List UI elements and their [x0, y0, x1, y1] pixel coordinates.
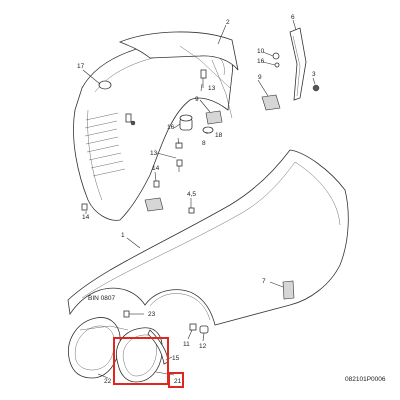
screw-4-5 — [188, 207, 195, 214]
mounting-bracket-9-lower — [205, 110, 223, 125]
leader-lines — [82, 19, 316, 379]
callout-2: 2 — [226, 19, 230, 26]
callout-6: 6 — [291, 14, 295, 21]
mud-flap — [289, 27, 307, 101]
callout-23: 23 — [148, 311, 156, 318]
headlight-trim-22 — [68, 317, 129, 379]
fender-bracket-7 — [282, 280, 295, 300]
highlight-box-part — [113, 337, 169, 385]
clip-11 — [189, 323, 197, 331]
callout-21: 21 — [174, 378, 182, 385]
callout-7: 7 — [262, 278, 266, 285]
mounting-bracket-9-upper — [261, 94, 281, 111]
callout-12: 12 — [199, 343, 207, 350]
clip-12 — [199, 325, 209, 334]
washer-18 — [202, 126, 214, 134]
clip-13-upper — [200, 69, 207, 88]
callout-16-top: 16 — [257, 58, 265, 65]
screw-14-lower — [81, 203, 88, 211]
callout-13-lower: 13 — [150, 150, 158, 157]
callout-17: 17 — [77, 63, 85, 70]
callout-10: 10 — [257, 48, 265, 55]
upper-liner-panel — [118, 31, 239, 119]
callout-9-upper: 9 — [258, 74, 262, 81]
screw-14-upper — [153, 180, 160, 188]
callout-15: 15 — [172, 355, 180, 362]
screw-23 — [123, 310, 130, 318]
liner-vent-slats — [84, 112, 126, 177]
callout-3: 3 — [312, 71, 316, 78]
grommet-16 — [179, 114, 193, 131]
callout-45: 4,5 — [187, 191, 196, 198]
callout-16: 16 — [167, 124, 175, 131]
front-fender — [67, 149, 349, 326]
callout-9-lower: 9 — [195, 96, 199, 103]
callout-14-lower: 14 — [82, 214, 90, 221]
callout-18: 18 — [215, 132, 223, 139]
diagram-reference-code: 082101P0006 — [345, 376, 386, 383]
bin-label: BIN 0807 — [88, 295, 115, 302]
callout-14-upper: 14 — [152, 165, 160, 172]
wheel-arch-liner — [73, 39, 233, 221]
callout-13-upper: 13 — [208, 85, 216, 92]
clip-13-lower — [176, 159, 183, 172]
callout-1: 1 — [121, 232, 125, 239]
callout-22: 22 — [104, 378, 112, 385]
callout-11: 11 — [183, 341, 190, 348]
highlight-box-callout — [168, 372, 184, 388]
callout-8: 8 — [202, 140, 206, 147]
liner-lower-bracket — [144, 197, 164, 212]
